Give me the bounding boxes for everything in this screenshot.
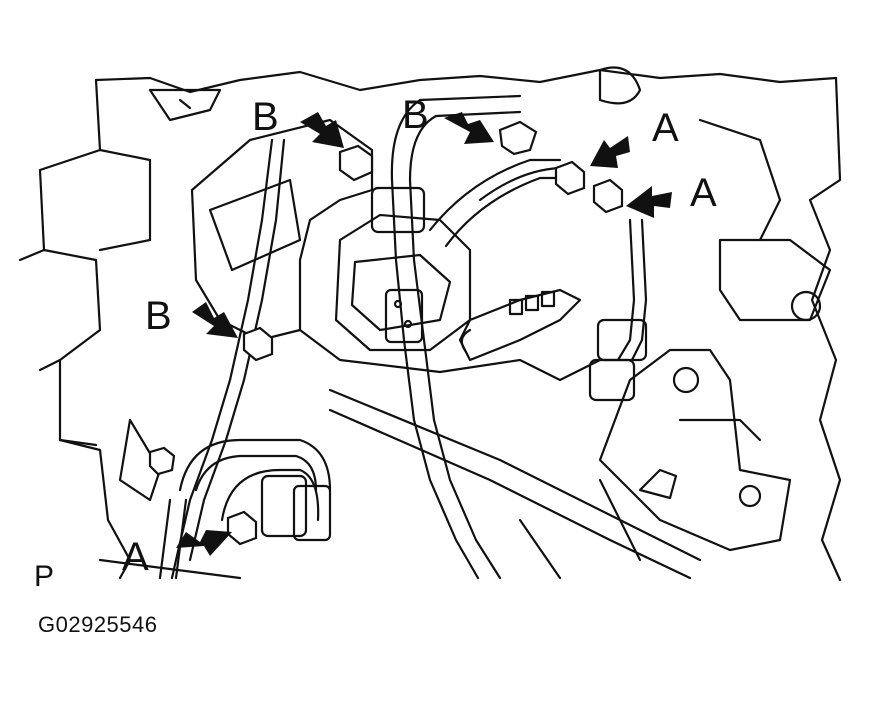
mounting-bracket (598, 348, 792, 552)
engine-outline (94, 68, 838, 94)
fuel-pipe (390, 178, 480, 580)
callout-a-right: A (690, 171, 717, 215)
brake-line (170, 138, 274, 580)
arrow-icon (590, 136, 630, 168)
callout-a-bottom-left: A (122, 535, 149, 579)
arrow-icon (176, 530, 232, 556)
callout-a-top-right: A (652, 106, 679, 150)
lower-tubes (178, 438, 332, 492)
bolt-icon (592, 178, 624, 214)
callout-b-top-left: B (252, 95, 279, 139)
bolt-icon (242, 326, 274, 362)
arrow-icon (626, 186, 672, 218)
callout-b-top-center: B (402, 93, 429, 137)
figure-id: G02925546 (38, 612, 158, 637)
bolt-icon (226, 510, 258, 546)
bolt-icon (554, 160, 586, 196)
vacuum-line (616, 218, 636, 362)
view-label: P (34, 560, 55, 593)
callout-b-mid-left: B (145, 294, 172, 338)
bolt-icon (338, 144, 374, 182)
arrow-icon (300, 112, 344, 148)
bolt-icon (498, 120, 538, 156)
hose-upper (428, 158, 562, 232)
bolt-icon (148, 446, 176, 476)
arrow-icon (444, 112, 494, 144)
arrow-icon (192, 302, 238, 338)
